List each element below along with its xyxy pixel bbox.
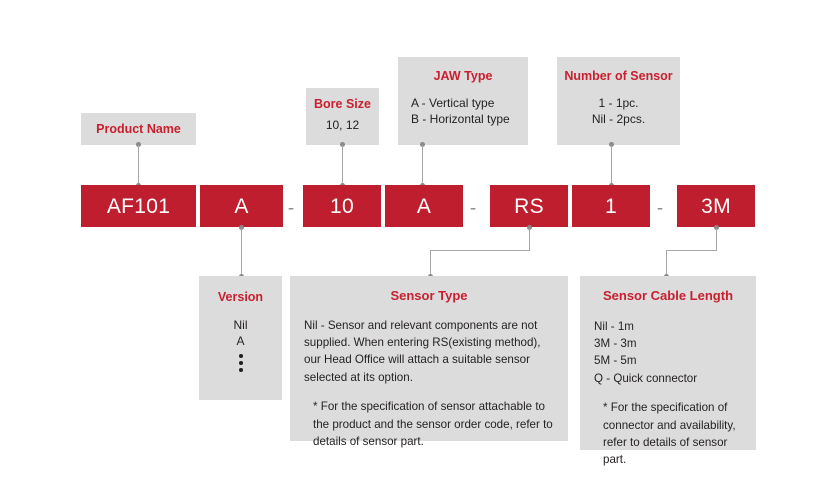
code-segment-value: RS: [514, 194, 544, 218]
connector-dot: [609, 142, 614, 147]
connector-dot: [714, 225, 719, 230]
callout-sensor-type-title: Sensor Type: [390, 288, 468, 303]
code-segment-value: A: [416, 194, 432, 218]
connector-line-cable-length-vert: [716, 228, 717, 251]
connector-dot: [136, 142, 141, 147]
callout-product-name: Product Name: [81, 113, 196, 145]
connector-line-sensor-type-drop: [430, 250, 431, 276]
callout-sensor-type-note: * For the specification of sensor attach…: [313, 400, 553, 448]
connector-dot: [239, 225, 244, 230]
callout-sensor-cable-length-note: * For the specification of connector and…: [603, 401, 736, 467]
jaw-type-line: A - Vertical type: [411, 96, 495, 110]
callout-sensor-cable-length-values: Nil - 1m 3M - 3m 5M - 5m Q - Quick conne…: [594, 318, 742, 388]
callout-bore-size: Bore Size 10, 12: [306, 88, 379, 145]
callout-jaw-type-title: JAW Type: [433, 69, 493, 83]
connector-dot: [527, 225, 532, 230]
code-segment-version[interactable]: A: [200, 185, 283, 227]
number-of-sensor-line: 1 - 1pc.: [598, 96, 639, 110]
callout-jaw-type: JAW Type A - Vertical type B - Horizonta…: [398, 57, 528, 145]
code-segment-sensor-type[interactable]: RS: [490, 185, 568, 227]
callout-bore-size-title: Bore Size: [314, 97, 371, 111]
code-segment-value: 1: [605, 194, 617, 218]
code-segment-number-of-sensor[interactable]: 1: [572, 185, 650, 227]
connector-dot: [420, 142, 425, 147]
code-segment-value: 3M: [701, 194, 731, 218]
callout-version-values: Nil A: [199, 317, 282, 373]
connector-line-number-of-sensor: [611, 145, 612, 185]
version-line: Nil: [233, 318, 248, 332]
number-of-sensor-line: Nil - 2pcs.: [591, 112, 646, 127]
connector-line-jaw-type: [422, 145, 423, 185]
callout-sensor-cable-length-title: Sensor Cable Length: [602, 288, 734, 303]
code-segment-product-name[interactable]: AF101: [81, 185, 196, 227]
connector-line-sensor-type-horz: [430, 250, 530, 251]
callout-sensor-type: Sensor Type Nil - Sensor and relevant co…: [290, 276, 568, 448]
cable-length-line: Q - Quick connector: [594, 371, 698, 385]
cable-length-line: Nil - 1m: [594, 319, 634, 333]
callout-version: Version Nil A: [199, 276, 282, 400]
callout-product-name-title: Product Name: [96, 121, 181, 136]
connector-line-cable-length-drop: [666, 250, 667, 276]
connector-dot: [340, 142, 345, 147]
connector-line-cable-length-horz: [666, 250, 717, 251]
connector-line-version: [241, 228, 242, 276]
code-separator-2: -: [469, 198, 477, 219]
code-segment-sensor-cable-length[interactable]: 3M: [677, 185, 755, 227]
callout-bore-size-values: 10, 12: [306, 117, 379, 133]
cable-length-line: 5M - 5m: [594, 354, 637, 368]
code-segment-value: A: [234, 194, 249, 218]
vertical-ellipsis-icon: [199, 354, 282, 373]
bore-size-line: 10, 12: [325, 118, 360, 132]
connector-line-bore-size: [342, 145, 343, 185]
code-segment-value: 10: [330, 194, 354, 218]
code-segment-jaw-type[interactable]: A: [385, 185, 463, 227]
callout-version-title: Version: [217, 290, 264, 304]
code-segment-bore-size[interactable]: 10: [303, 185, 381, 227]
cable-length-line: 3M - 3m: [594, 336, 637, 350]
version-line: A: [236, 334, 245, 349]
code-separator-3: -: [656, 198, 664, 219]
code-separator-1: -: [287, 198, 295, 219]
callout-jaw-type-values: A - Vertical type B - Horizontal type: [398, 95, 528, 127]
callout-number-of-sensor: Number of Sensor 1 - 1pc. Nil - 2pcs.: [557, 57, 680, 145]
connector-line-sensor-type-vert: [529, 228, 530, 251]
code-segment-value: AF101: [106, 194, 171, 218]
connector-line-product-name: [138, 145, 139, 185]
jaw-type-line: B - Horizontal type: [411, 112, 510, 127]
callout-sensor-cable-length: Sensor Cable Length Nil - 1m 3M - 3m 5M …: [580, 276, 756, 466]
callout-number-of-sensor-title: Number of Sensor: [564, 69, 673, 83]
callout-number-of-sensor-values: 1 - 1pc. Nil - 2pcs.: [557, 95, 680, 127]
callout-sensor-type-body: Nil - Sensor and relevant components are…: [304, 318, 541, 384]
